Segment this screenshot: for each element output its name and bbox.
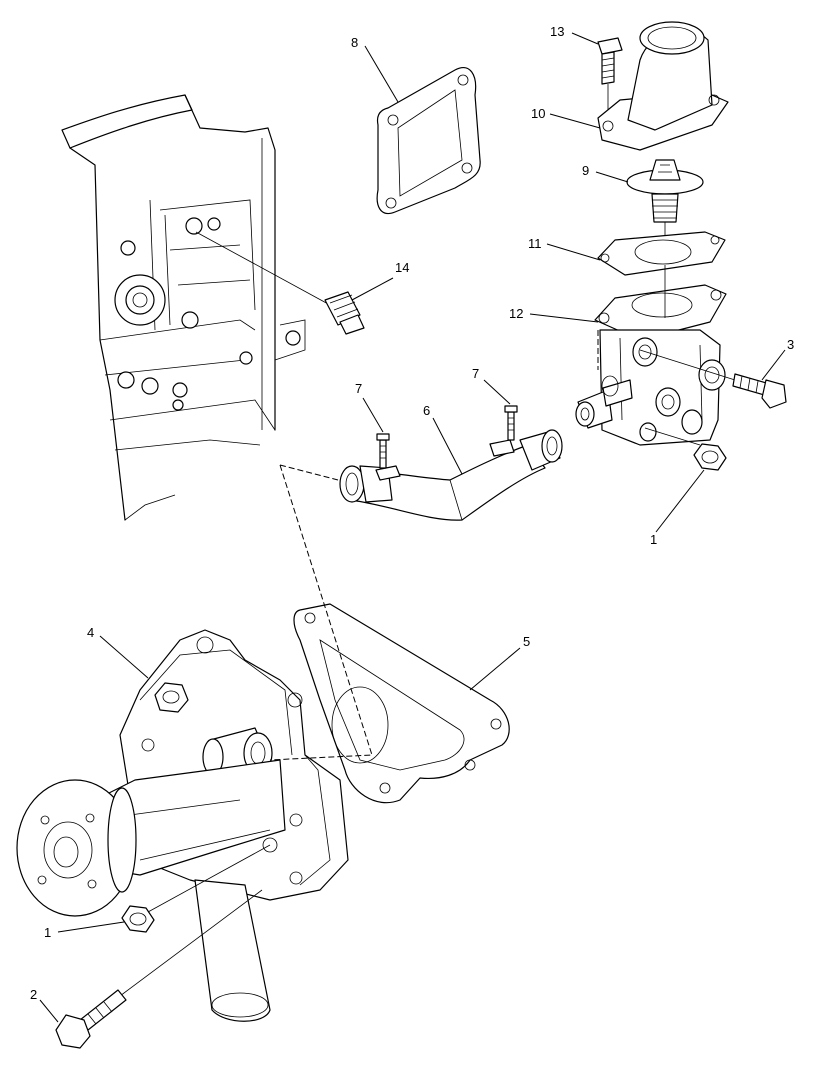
hose-clamp-7-left <box>375 433 401 481</box>
assembly-line <box>269 464 373 761</box>
hose-pipe-6 <box>339 429 563 521</box>
callout-1-right: 1 <box>650 532 657 547</box>
callout-11: 11 <box>528 236 542 251</box>
thermostat-housing-12 <box>575 265 727 446</box>
leader-lines <box>39 32 786 1023</box>
engine-block <box>61 94 306 521</box>
gasket-8 <box>376 67 481 214</box>
callout-3: 3 <box>787 337 794 352</box>
water-pump-4 <box>16 629 349 1022</box>
thermostat-9 <box>626 159 704 265</box>
callouts: 8 13 10 9 11 12 3 14 7 7 6 1 4 5 1 2 <box>30 24 794 1002</box>
callout-4: 4 <box>87 625 94 640</box>
callout-14: 14 <box>395 260 409 275</box>
hose-clamp-7-right <box>489 405 518 457</box>
bolt-13 <box>597 37 623 110</box>
bolt-2 <box>55 889 263 1049</box>
callout-5: 5 <box>523 634 530 649</box>
callout-7-right: 7 <box>472 366 479 381</box>
callout-10: 10 <box>531 106 545 121</box>
callout-1-left: 1 <box>44 925 51 940</box>
plug-14 <box>195 231 365 335</box>
callout-7-left: 7 <box>355 381 362 396</box>
bolt-3 <box>639 349 787 409</box>
callout-13: 13 <box>550 24 564 39</box>
callout-8: 8 <box>351 35 358 50</box>
thermostat-cover-10 <box>597 21 729 151</box>
callout-2: 2 <box>30 987 37 1002</box>
nut-1-left <box>121 844 271 933</box>
callout-12: 12 <box>509 306 523 321</box>
gasket-5 <box>293 603 510 804</box>
gasket-11 <box>597 231 726 276</box>
callout-9: 9 <box>582 163 589 178</box>
nut-1-right <box>644 427 727 471</box>
callout-6: 6 <box>423 403 430 418</box>
